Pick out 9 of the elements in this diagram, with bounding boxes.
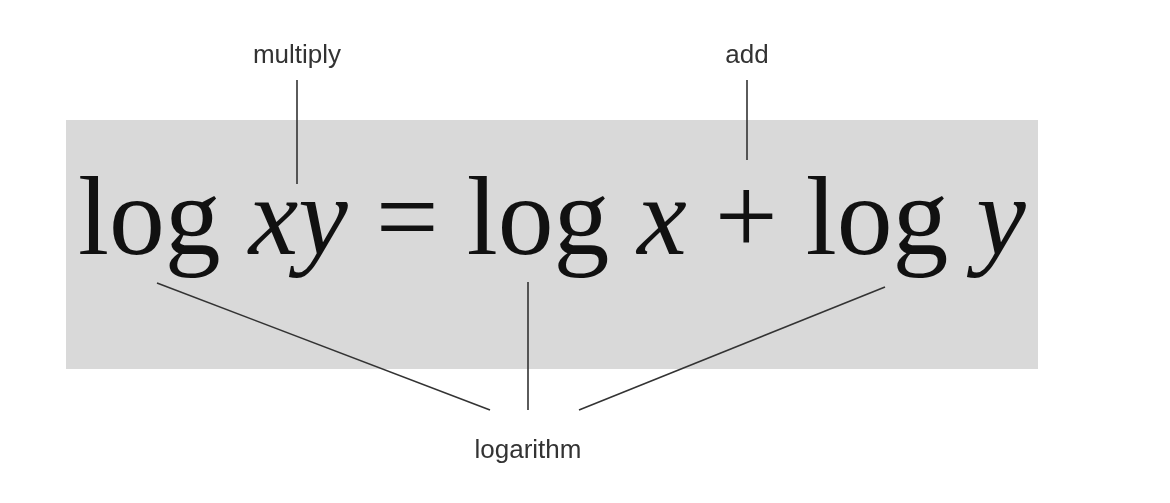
highlight-band (66, 120, 1038, 369)
leader-line (527, 281, 529, 411)
leader-line (746, 79, 748, 161)
leader-line (156, 282, 491, 411)
annotation-label: logarithm (474, 434, 582, 464)
leader-line (578, 286, 886, 411)
leader-line (296, 79, 298, 185)
annotation-label: add (725, 39, 769, 69)
annotation-label: multiply (252, 39, 342, 69)
